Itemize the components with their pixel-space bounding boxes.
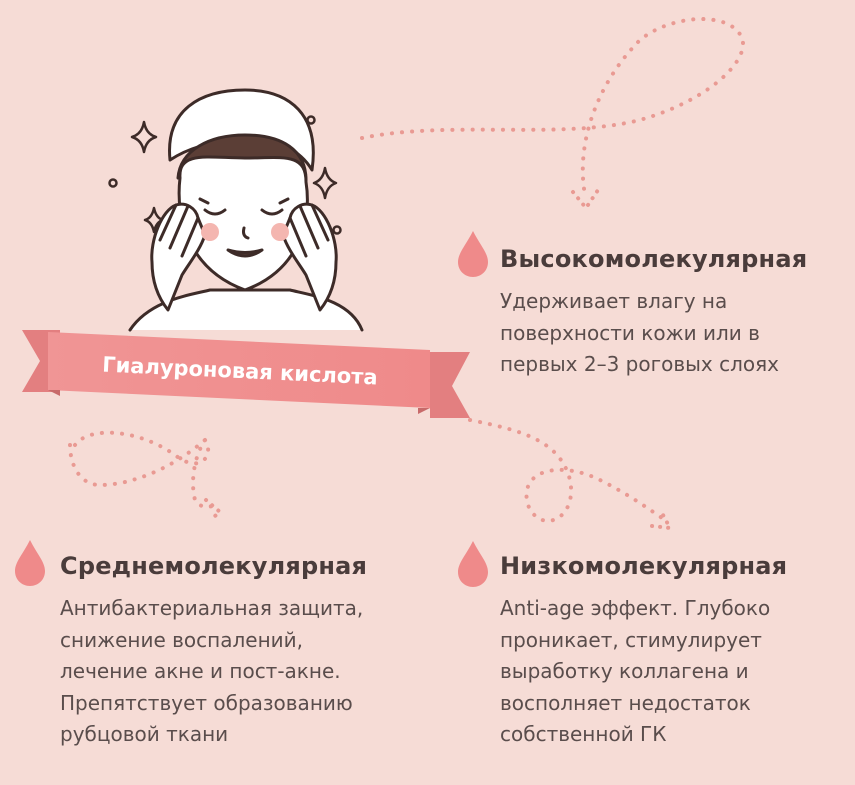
item-low-molecular: Низкомолекулярная Anti-age эффект. Глубо… bbox=[500, 551, 850, 751]
dotted-arrow-icon bbox=[68, 430, 217, 509]
item-medium-molecular: Среднемолекулярная Антибактериальная защ… bbox=[60, 551, 440, 751]
drop-icon bbox=[15, 231, 488, 587]
arrow-head bbox=[204, 498, 224, 522]
item-text-line: поверхности кожи или в bbox=[500, 320, 760, 345]
dotted-arrow-icon bbox=[468, 418, 667, 523]
sparkle-icon bbox=[108, 115, 342, 235]
item-text-line: Препятствует образованию bbox=[60, 690, 353, 715]
item-heading: Низкомолекулярная bbox=[500, 552, 788, 580]
item-text-line: проникает, стимулирует bbox=[500, 627, 762, 652]
item-text-line: Антибактериальная защита, bbox=[60, 596, 364, 620]
banner-title: Гиалуроновая кислота bbox=[102, 353, 378, 390]
item-heading: Высокомолекулярная bbox=[500, 245, 808, 273]
arrow-head bbox=[571, 188, 600, 212]
item-heading: Среднемолекулярная bbox=[60, 552, 368, 580]
item-text-line: снижение воспалений, bbox=[60, 627, 303, 652]
item-text-line: Anti-age эффект. Глубоко bbox=[500, 596, 771, 620]
dotted-arrow-icon bbox=[360, 17, 745, 197]
item-text-line: восполняет недостаток bbox=[500, 690, 751, 715]
arrow-head bbox=[650, 511, 674, 531]
woman-face-illustration bbox=[128, 88, 364, 332]
item-text-line: рубцовой ткани bbox=[60, 722, 229, 746]
item-text-line: лечение акне и пост-акне. bbox=[60, 659, 341, 683]
item-text-line: первых 2–3 роговых слоях bbox=[500, 352, 779, 376]
item-text-line: выработку коллагена и bbox=[500, 659, 749, 683]
item-high-molecular: Высокомолекулярная Удерживает влагу на п… bbox=[500, 244, 850, 381]
item-text-line: Удерживает влагу на bbox=[500, 289, 728, 313]
item-text-line: собственной ГК bbox=[500, 722, 667, 746]
ribbon-banner bbox=[22, 330, 470, 418]
